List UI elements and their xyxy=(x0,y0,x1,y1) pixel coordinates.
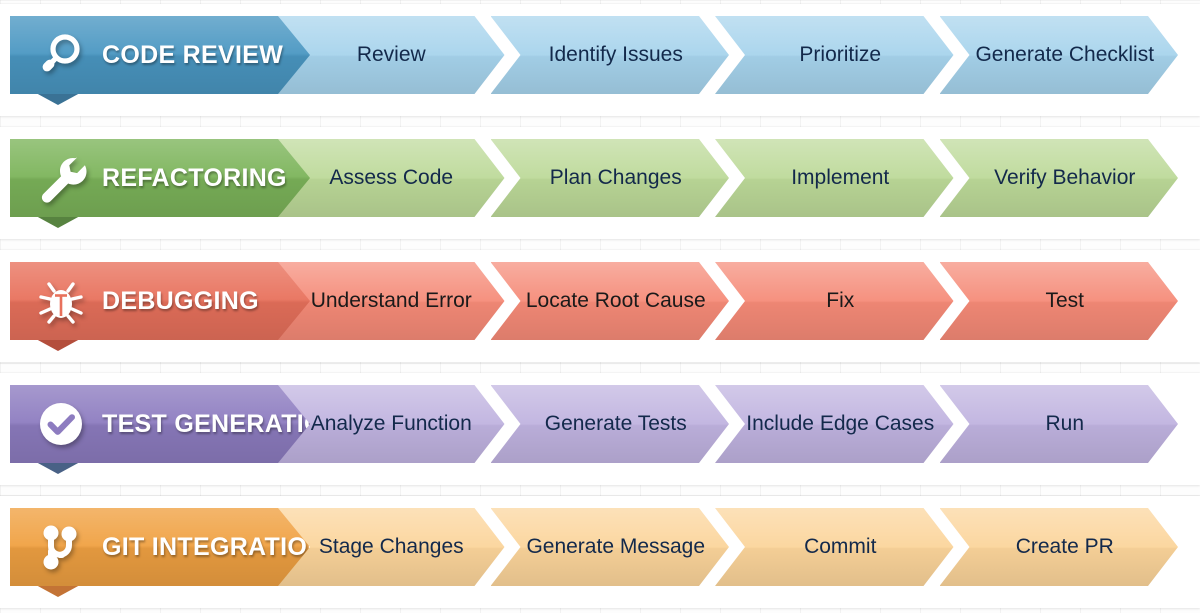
workflow-banner-debugging: DEBUGGING Understand Error Locate Root Cau… xyxy=(10,262,1178,351)
workflow-banner-code-review: CODE REVIEW Review Identify Issues Prioriti… xyxy=(10,16,1178,105)
workflow-step[interactable]: Run xyxy=(940,385,1179,463)
workflow-title: GIT INTEGRATION xyxy=(102,532,326,561)
workflow-step[interactable]: Test xyxy=(940,262,1179,340)
workflow-step-label: Review xyxy=(356,43,426,66)
workflow-row-refactoring: REFACTORING Assess Code Plan Changes Implem… xyxy=(0,123,1200,246)
workflow-step-label: Generate Message xyxy=(526,535,706,558)
workflow-step-label: Understand Error xyxy=(310,289,472,312)
workflow-step-label: Verify Behavior xyxy=(994,166,1136,189)
workflow-step-label: Assess Code xyxy=(329,166,454,189)
workflow-step[interactable]: Commit xyxy=(715,508,954,586)
workflow-step[interactable]: Generate Tests xyxy=(491,385,730,463)
workflow-step-label: Run xyxy=(1045,412,1085,435)
check-circle-icon xyxy=(34,397,88,451)
workflow-step-label: Include Edge Cases xyxy=(746,412,935,435)
workflow-step-label: Stage Changes xyxy=(318,535,464,558)
workflow-step[interactable]: Include Edge Cases xyxy=(715,385,954,463)
workflow-steps: Stage Changes Generate Message Commit Creat… xyxy=(280,508,1178,586)
workflow-step-label: Analyze Function xyxy=(310,412,472,435)
workflow-step-label: Implement xyxy=(791,166,890,189)
workflow-steps: Analyze Function Generate Tests Include Ed… xyxy=(280,385,1178,463)
workflow-row-debugging: DEBUGGING Understand Error Locate Root Cau… xyxy=(0,246,1200,369)
workflow-step[interactable]: Create PR xyxy=(940,508,1179,586)
workflow-head-test-generation[interactable]: TEST GENERATION xyxy=(10,385,310,463)
workflow-step-label: Test xyxy=(1045,289,1084,312)
workflow-title: TEST GENERATION xyxy=(102,409,343,438)
workflow-title: CODE REVIEW xyxy=(102,40,284,69)
workflow-step-label: Plan Changes xyxy=(549,166,682,189)
workflow-steps: Review Identify Issues Prioritize Generate … xyxy=(280,16,1178,94)
workflow-step[interactable]: Plan Changes xyxy=(491,139,730,217)
banner-fold-tail xyxy=(36,93,80,105)
workflow-step[interactable]: Generate Message xyxy=(491,508,730,586)
workflow-title: REFACTORING xyxy=(102,163,287,192)
banner-fold-tail xyxy=(36,339,80,351)
workflow-step-label: Create PR xyxy=(1015,535,1114,558)
workflow-step-label: Prioritize xyxy=(799,43,882,66)
workflow-head-refactoring[interactable]: REFACTORING xyxy=(10,139,310,217)
workflow-step[interactable]: Implement xyxy=(715,139,954,217)
banner-fold-tail xyxy=(36,462,80,474)
magnifier-icon xyxy=(34,28,88,82)
workflow-row-code-review: CODE REVIEW Review Identify Issues Prioriti… xyxy=(0,0,1200,123)
workflow-steps: Assess Code Plan Changes Implement Verify B… xyxy=(280,139,1178,217)
workflow-head-git-integration[interactable]: GIT INTEGRATION xyxy=(10,508,310,586)
workflow-step[interactable]: Generate Checklist xyxy=(940,16,1179,94)
wrench-icon xyxy=(34,151,88,205)
workflow-step[interactable]: Verify Behavior xyxy=(940,139,1179,217)
git-branch-icon xyxy=(34,520,88,574)
workflow-step[interactable]: Locate Root Cause xyxy=(491,262,730,340)
banner-fold-tail xyxy=(36,216,80,228)
workflow-head-debugging[interactable]: DEBUGGING xyxy=(10,262,310,340)
workflow-title: DEBUGGING xyxy=(102,286,259,315)
workflow-banner-refactoring: REFACTORING Assess Code Plan Changes Implem… xyxy=(10,139,1178,228)
banner-fold-tail xyxy=(36,585,80,597)
workflow-step[interactable]: Fix xyxy=(715,262,954,340)
workflow-step[interactable]: Identify Issues xyxy=(491,16,730,94)
workflow-step-label: Commit xyxy=(804,535,877,558)
bug-icon xyxy=(34,274,88,328)
workflow-step-label: Identify Issues xyxy=(548,43,683,66)
workflow-head-code-review[interactable]: CODE REVIEW xyxy=(10,16,310,94)
workflow-step-label: Locate Root Cause xyxy=(525,289,706,312)
workflow-step-label: Generate Checklist xyxy=(975,43,1155,66)
workflow-step-label: Fix xyxy=(826,289,855,312)
workflow-step-label: Generate Tests xyxy=(544,412,687,435)
workflow-step[interactable]: Prioritize xyxy=(715,16,954,94)
workflow-steps: Understand Error Locate Root Cause Fix Test xyxy=(280,262,1178,340)
